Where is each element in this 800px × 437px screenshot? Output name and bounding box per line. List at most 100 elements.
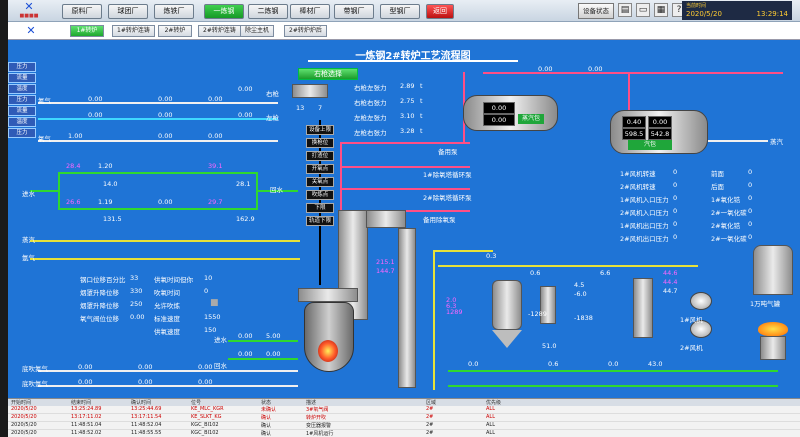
oxygen-value: 1.00 [68,132,83,140]
legend-item: 压力 [8,95,36,105]
alarm-column-header[interactable]: 结束时间 [71,400,92,406]
cell: 2020/5/20 [11,414,37,420]
converter-value: 215.1 [376,258,395,266]
water-loop-bottom [58,208,258,210]
steam-out-pipe [708,140,768,142]
cell: 2# [426,414,434,420]
water-value: 131.5 [103,215,122,223]
nav-button-steelmaking-1[interactable]: 一炼钢 [204,4,244,19]
alarm-column-header[interactable]: 状态 [261,400,272,406]
cell: 2# [426,422,434,428]
nitrogen-label: 氮气 [38,97,51,105]
table-row[interactable]: 2020/5/20 13:17:11.02 13:17:11.54 KE_SLK… [8,414,800,422]
process-yellow-pipe [433,250,435,390]
process-value: 6.6 [600,269,611,277]
nav-button-steelmaking-2[interactable]: 二炼钢 [248,4,288,19]
tab-converter-1-caster[interactable]: 1#转炉连铸 [112,25,155,37]
cell: 确认 [261,423,272,429]
process-value: 0.0 [608,360,619,368]
param-value: 330 [130,287,143,295]
step-box: 下限 [306,203,334,213]
drum-2-display: 542.8 [648,128,672,140]
force-value: 3.28 [400,127,415,135]
cell: KE_SLKT_KG [191,414,222,420]
param-label: 2#风机入口压力 [620,209,669,217]
bottom-gas-label: 底吹氩气 [22,380,48,388]
nav-button-strip-mill[interactable]: 带钢厂 [334,4,374,19]
alarm-column-header[interactable]: 确认时间 [131,400,152,406]
tab-converter-2-caster[interactable]: 2#转炉连铸 [198,25,241,37]
param-value: 0.00 [130,313,145,321]
cell: 变压器报警 [306,423,332,429]
nav-button-bar-mill[interactable]: 棒材厂 [290,4,330,19]
table-row[interactable]: 2020/5/20 11:48:52.02 11:48:55.55 KGC_BI… [8,430,800,437]
param-value: 0 [673,220,678,228]
table-row[interactable]: 2020/5/20 11:48:51.04 11:48:52.04 KGC_BI… [8,422,800,430]
water-return-label: 回水 [270,186,283,194]
grid-icon[interactable]: ▦ [654,3,668,17]
param-value: 0 [673,168,678,176]
water-value: 28.1 [236,180,251,188]
current-time: 13:29:14 [756,10,788,18]
monitor-icon[interactable]: ▭ [636,3,650,17]
water-loop-top [58,172,258,174]
drum-1-top-value: 0.00 [588,65,603,73]
water-value: 162.9 [236,215,255,223]
lance-select-button[interactable]: 右枪选择 [298,68,358,80]
legend-item: 温度 [8,84,36,94]
drum-1-display: 0.00 [483,102,515,114]
cooling-label: 回水 [214,362,227,370]
step-box: 吹炼点 [306,190,334,200]
alarm-column-header[interactable]: 区域 [426,400,437,406]
cooling-value: 0.00 [238,350,253,358]
param-label: 钢口位移百分比 [80,276,126,284]
argon-pipe [30,258,300,260]
force-value: 3.10 [400,112,415,120]
table-row[interactable]: 2020/5/20 13:25:24.89 13:25:44.69 KE_MLC… [8,406,800,414]
nav-button-raw-material[interactable]: 原料厂 [62,4,102,19]
cell: 13:17:11.54 [131,414,162,420]
step-box: 换枪位 [306,138,334,148]
cell: 1#风机运行 [306,431,334,437]
alarm-column-header[interactable]: 开始时间 [11,400,32,406]
gas-holder [753,245,793,295]
param-value: 0 [748,168,753,176]
device-status-button[interactable]: 设备状态 [578,3,614,19]
drum-2-display: 0.40 [622,116,646,128]
step-box: 开氧点 [306,164,334,174]
nav-button-section-mill[interactable]: 型钢厂 [380,4,420,19]
cell: 确认 [261,415,272,421]
param-value: 150 [204,326,217,334]
process-value: 1289 [446,308,463,316]
alarm-column-header[interactable]: 位号 [191,400,202,406]
alarm-column-header[interactable]: 优先级 [486,400,502,406]
flare-stack [760,336,786,360]
force-unit: t [420,127,423,135]
converter-hood [298,288,358,302]
param-label: 供氧速度 [154,328,180,336]
alarm-column-header[interactable]: 描述 [306,400,317,406]
sub-navigation-bar: ✕ 1#转炉 1#转炉连铸 2#转炉 2#转炉连铸 除尘主机 2#转炉炉后 [8,22,800,40]
nav-button-return[interactable]: 返回 [426,4,454,19]
param-label: 吹氧时间 [154,289,180,297]
tab-converter-2-after[interactable]: 2#转炉炉后 [284,25,327,37]
nav-button-ironmaking[interactable]: 炼铁厂 [154,4,194,19]
cell: ALL [486,430,495,436]
steam-red-line [483,72,783,74]
cooling-value: 0.00 [238,332,253,340]
print-icon[interactable]: ▤ [618,3,632,17]
steam-label: 蒸汽 [22,236,35,244]
cell: 未确认 [261,407,277,413]
tab-converter-2[interactable]: 2#转炉 [158,25,192,37]
fan-label: 1#风机 [680,316,703,324]
steam-out-label: 蒸汽 [770,138,783,146]
param-value: 0 [673,233,678,241]
clock-label: 当前时间 [686,3,707,9]
tab-converter-1[interactable]: 1#转炉 [70,25,104,37]
param-value: 0 [748,194,753,202]
bottom-gas-value: 0.00 [138,378,153,386]
flue-down-pipe [398,228,416,388]
nav-button-pellet[interactable]: 球团厂 [108,4,148,19]
tab-dust-removal[interactable]: 除尘主机 [240,25,275,37]
process-value: -1838 [574,314,593,322]
